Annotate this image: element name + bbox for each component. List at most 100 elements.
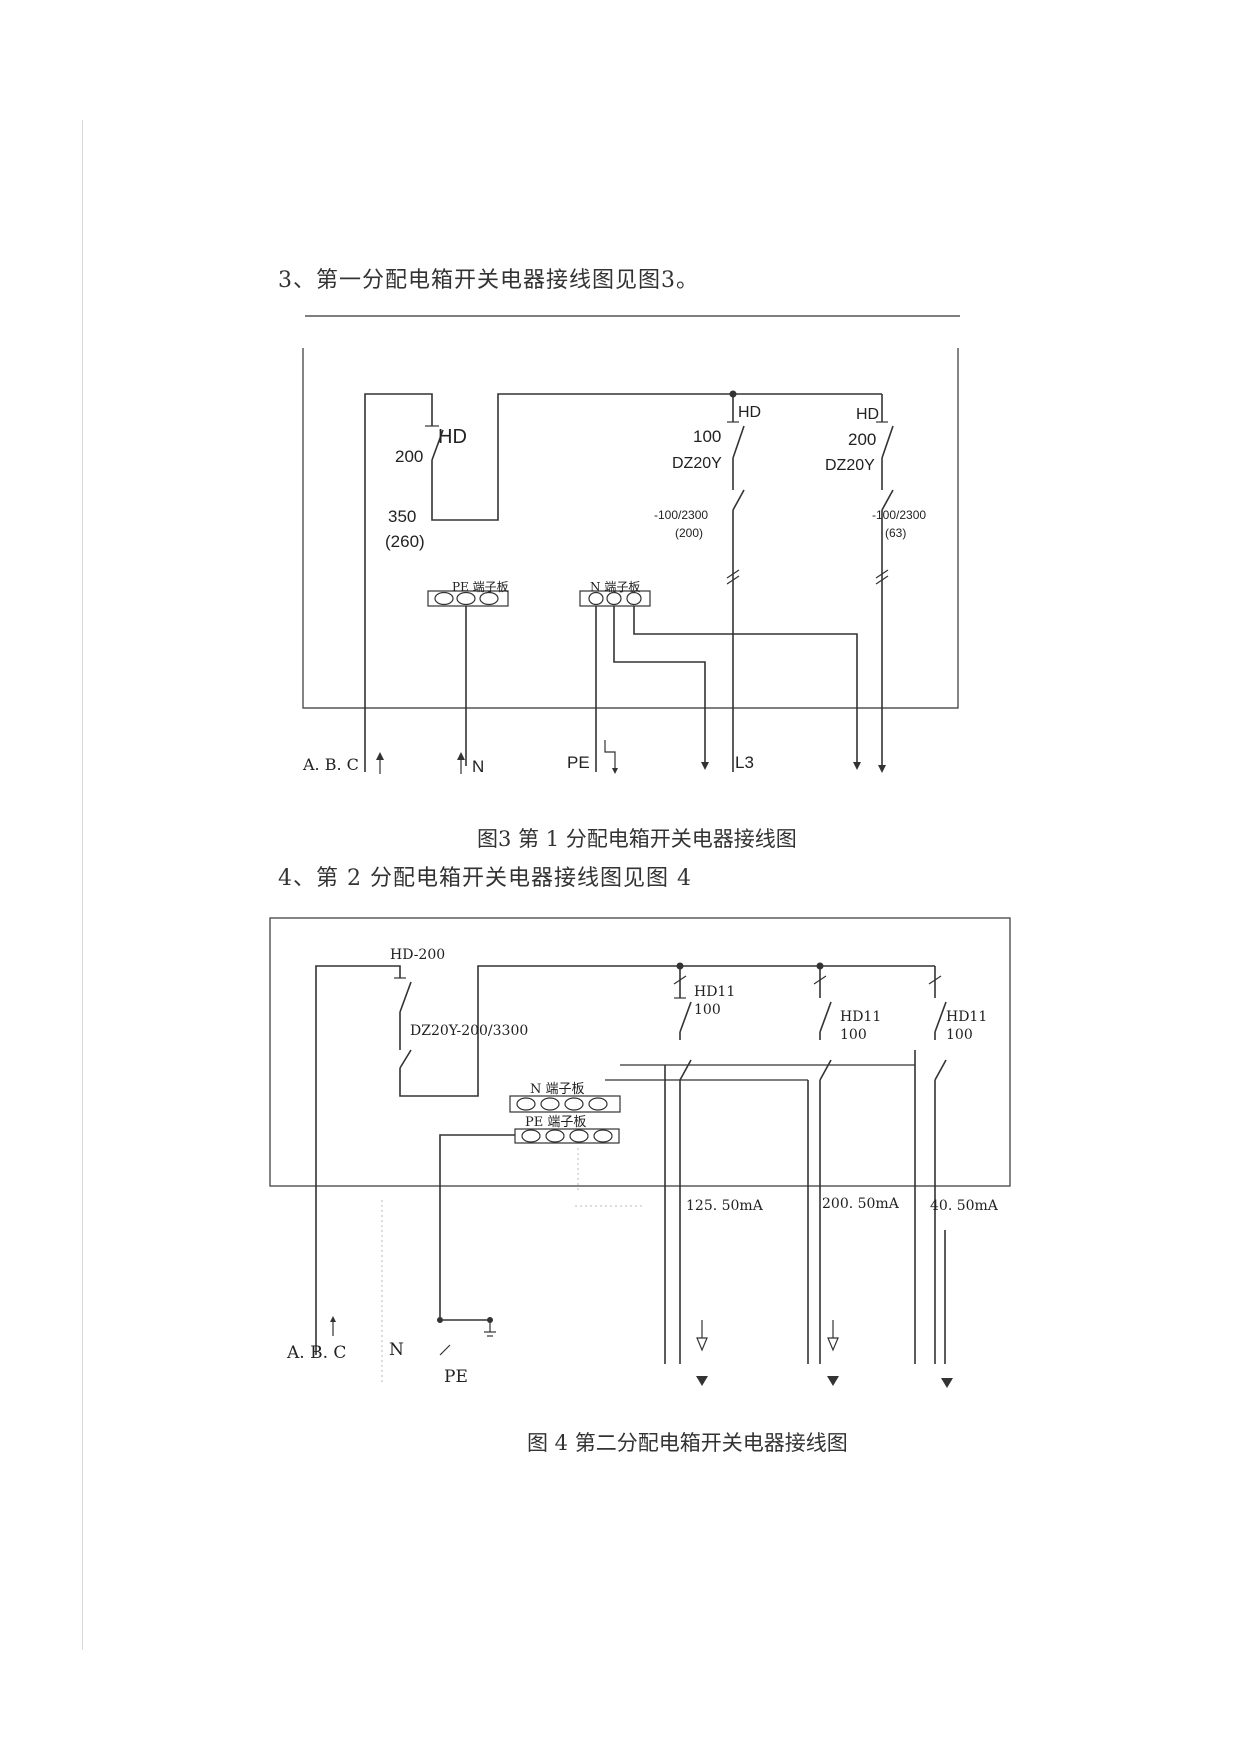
fig3-branch-1-breaker-setting: (200) [675,526,703,540]
fig3-branch-2-switch-blade [881,425,894,459]
fig3-branch-1-down-arrow [701,762,709,770]
fig3-pe-board-label: PE 端子板 [452,580,509,594]
fig4-branch-3-switch-blade [934,1001,947,1033]
fig3-branch-1-tick [726,569,740,579]
fig4-branch-1-switch-blade [679,1001,692,1033]
fig3-n-terminal [626,591,642,606]
fig4-n-board-label: N 端子板 [530,1082,585,1097]
fig4-label-abc: A. B. C [286,1343,346,1363]
fig3-n-branch-2-wire [633,606,858,765]
fig4-branch-1-ground-icon [696,1337,708,1352]
fig4-branch-3-rating: 100 [946,1027,973,1043]
figure-4-wiring-diagram: HD-200 DZ20Y-200/3300 HD11 100 HD11 100 … [269,917,1011,1388]
figure-4-caption: 图 4 第二分配电箱开关电器接线图 [527,1431,848,1455]
fig4-branch-2-switch-blade [819,1001,832,1033]
fig3-abc-up-arrow [376,752,384,760]
fig4-label-pe: PE [444,1367,468,1387]
fig3-n-up-arrow [457,752,465,760]
fig3-main-breaker-setting: (260) [385,532,425,551]
fig3-branch-2-tick [875,569,889,579]
fig4-branch-3-tick [928,975,942,985]
fig3-branch-2-rating: 200 [848,430,876,449]
fig4-pe-board-label: PE 端子板 [525,1115,586,1130]
fig4-branch-3-switch: HD11 [946,1009,987,1025]
fig4-main-breaker: DZ20Y-200/3300 [410,1023,528,1039]
fig4-main-switch-blade [399,981,412,1013]
fig3-branch-2-down-arrow [878,765,886,773]
fig3-n-board-label: N 端子板 [590,580,640,594]
fig4-branch-2-output-arrow [827,1376,839,1386]
fig3-branch-2-breaker-spec: -100/2300 [872,508,926,522]
fig3-label-pe: PE [567,753,590,772]
fig4-n-terminal [564,1097,584,1111]
fig3-pe-ground-stub [604,740,616,770]
fig3-pe-terminal [456,591,476,606]
fig3-main-switch-blade [431,429,444,461]
fig4-pe-terminal [593,1129,613,1143]
fig3-branch-1-switch: HD [738,404,761,421]
fig4-branch-1-breaker-blade [679,1059,692,1081]
fig3-pe-terminal-board [427,590,509,607]
fig4-branch-1-output-arrow [696,1376,708,1386]
fig3-label-l3: L3 [735,753,754,772]
fig4-branch-1-rating: 100 [694,1002,721,1018]
fig4-pe-terminal [569,1129,589,1143]
figure-3-caption: 图3 第 1 分配电箱开关电器接线图 [477,827,797,851]
section-4-heading: 4、第 2 分配电箱开关电器接线图见图 4 [278,866,692,891]
fig3-label-abc: A. B. C [302,755,359,774]
fig4-main-feeder-wire [315,965,401,1355]
fig3-branch-1-breaker-spec: -100/2300 [654,508,708,522]
fig4-n-terminal [516,1097,536,1111]
fig3-n-terminal [588,591,604,606]
fig3-main-feeder-wire [364,393,433,772]
section-3-heading: 3、第一分配电箱开关电器接线图见图3。 [278,268,699,293]
fig3-n-terminal-board [579,590,651,607]
fig4-label-n: N [389,1340,404,1360]
fig4-branch-2-leakage: 200. 50mA [822,1196,900,1212]
fig4-n-terminal [588,1097,608,1111]
fig3-branch-1-tick [726,575,740,585]
fig4-n-terminal [540,1097,560,1111]
fig4-branch-1-leakage: 125. 50mA [686,1198,764,1214]
fig3-pe-terminal [479,591,499,606]
fig4-branch-1-switch: HD11 [694,984,735,1000]
fig4-pe-junction [437,1317,443,1323]
fig4-branch-3-output-arrow [941,1378,953,1388]
fig4-branch-3-breaker-blade [934,1059,947,1081]
fig4-pe-slash [439,1344,451,1356]
fig3-branch-2-breaker-setting: (63) [885,526,906,540]
page-margin-line [82,120,83,1650]
fig4-pe-terminal [521,1129,541,1143]
fig4-branch-3-leakage: 40. 50mA [930,1198,999,1214]
fig4-n-board-main [509,1095,621,1113]
fig3-label-n: N [472,757,484,776]
fig3-branch-2-switch: HD [856,406,879,423]
fig4-branch-1-tick [673,975,687,985]
fig3-main-switch-rating: 200 [395,447,423,466]
fig3-branch-2-down-arrow [853,762,861,770]
fig4-main-switch: HD-200 [390,947,445,963]
fig3-branch-2-breaker: DZ20Y [825,457,875,474]
fig3-branch-2-breaker-blade [881,489,894,511]
fig3-branch-2-tick [875,575,889,585]
fig4-pe-terminal-board [514,1128,620,1144]
fig3-main-switch-type: HD [438,426,467,448]
fig3-branch-1-breaker: DZ20Y [672,455,722,472]
fig4-pe-wire [439,1134,515,1320]
fig3-n-branch-1-wire [613,606,706,765]
fig4-branch-2-tick [813,975,827,985]
fig4-enclosure [269,917,1011,1187]
fig3-branch-1-breaker-blade [732,489,745,511]
fig4-abc-up-arrow [330,1316,336,1322]
fig3-busbar [431,393,882,521]
fig3-branch-1-rating: 100 [693,427,721,446]
fig3-pe-ground-arrow [612,768,618,774]
fig4-branch-2-switch: HD11 [840,1009,881,1025]
fig4-branch-2-rating: 100 [840,1027,867,1043]
fig3-pe-terminal [434,591,454,606]
fig4-branch-2-breaker-blade [819,1059,832,1081]
fig3-main-breaker-rating: 350 [388,507,416,526]
fig4-main-breaker-blade [399,1049,412,1069]
fig3-branch-1-switch-blade [732,425,745,459]
figure-3-wiring-diagram: HD 200 350 (260) HD 100 DZ20Y -100/2300 … [302,315,960,776]
